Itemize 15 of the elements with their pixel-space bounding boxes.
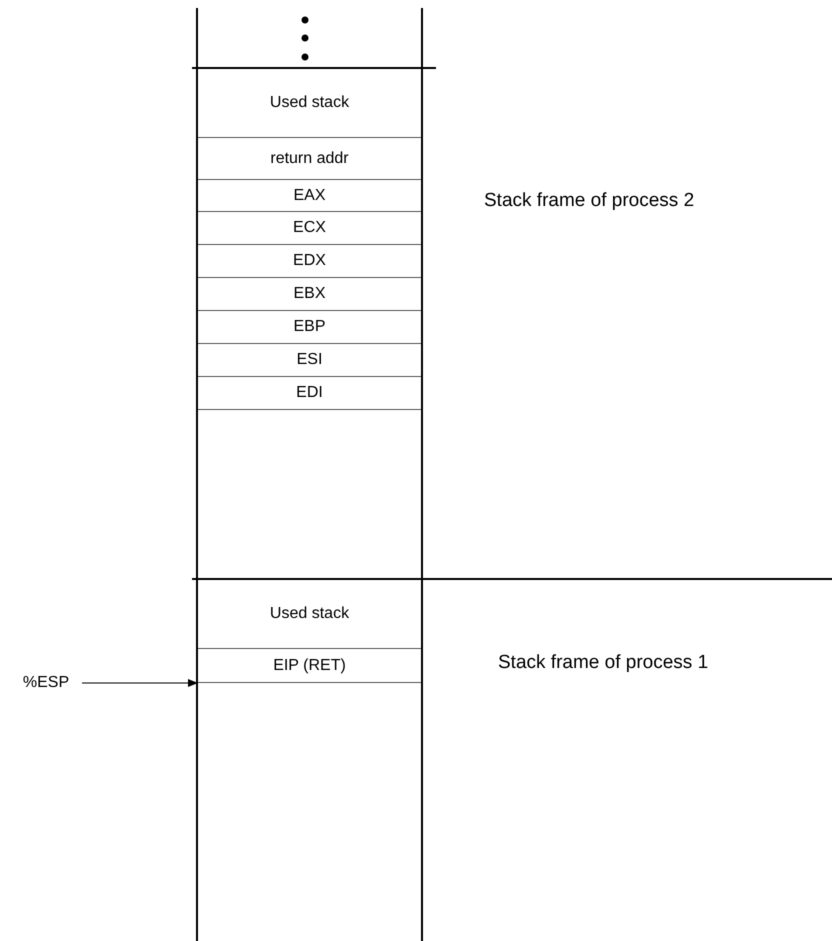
stack-slot: Used stack xyxy=(198,69,421,138)
stack-slot: Used stack xyxy=(198,580,421,649)
stack-slot: return addr xyxy=(198,138,421,180)
frame-label: Stack frame of process 2 xyxy=(484,190,694,212)
frame-label: Stack frame of process 1 xyxy=(498,652,708,674)
pointer-label: %ESP xyxy=(14,670,78,696)
stack-slot: EAX xyxy=(198,180,421,212)
stack-slot: ECX xyxy=(198,212,421,245)
arrow xyxy=(82,679,198,687)
stack-slot: EBP xyxy=(198,311,421,344)
stack-slot: EBX xyxy=(198,278,421,311)
stack-slot: ESI xyxy=(198,344,421,377)
stack-slot: EIP (RET) xyxy=(198,649,421,683)
stack-slot: EDI xyxy=(198,377,421,410)
stack-slot: EDX xyxy=(198,245,421,278)
